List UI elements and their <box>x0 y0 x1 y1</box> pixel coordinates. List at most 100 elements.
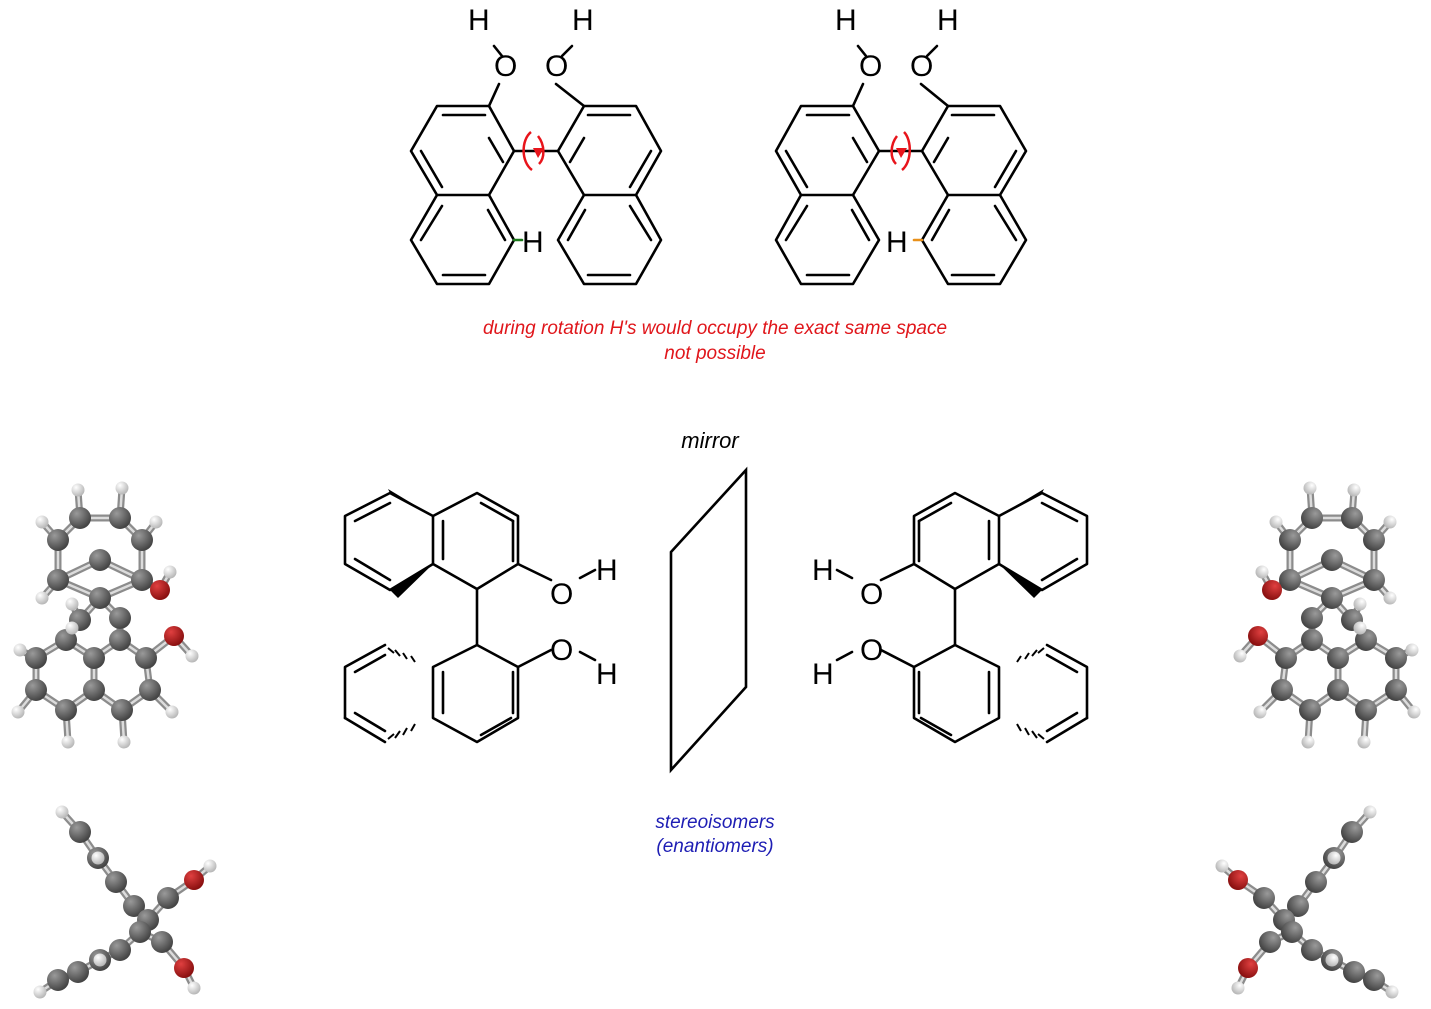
mirror-plane <box>669 466 748 774</box>
oxygen-atom <box>1228 870 1248 890</box>
hydrogen-atom <box>35 591 49 605</box>
ball-and-stick-model-top-left <box>11 481 199 749</box>
hydrogen-atom <box>11 705 25 719</box>
carbon-atom <box>89 587 111 609</box>
carbon-atom <box>69 821 91 843</box>
carbon-atom <box>131 529 153 551</box>
rotation-arrow-icon <box>890 131 911 171</box>
carbon-atom <box>1363 529 1385 551</box>
oxygen-atom <box>1248 626 1268 646</box>
hydrogen-atom <box>165 705 179 719</box>
oxygen-atom <box>1262 580 1282 600</box>
oxygen-label: O <box>550 578 573 611</box>
carbon-atom <box>47 529 69 551</box>
oxygen-label: O <box>550 634 573 667</box>
oxygen-label: O <box>859 50 882 83</box>
carbon-atom <box>1271 679 1293 701</box>
carbon-atom <box>83 679 105 701</box>
hydrogen-atom <box>203 859 217 873</box>
hydrogen-atom <box>71 483 85 497</box>
hydrogen-atom <box>33 985 47 999</box>
carbon-atom <box>1327 647 1349 669</box>
hydrogen-atom <box>149 515 163 529</box>
hydrogen-atom <box>1253 705 1267 719</box>
oxygen-atom <box>174 958 194 978</box>
hydrogen-atom <box>13 643 27 657</box>
ball-and-stick-model-top-right <box>1233 481 1421 749</box>
ball-and-stick-model-side-right <box>1215 805 1399 999</box>
carbon-atom <box>1385 679 1407 701</box>
hydrogen-atom <box>1269 515 1283 529</box>
oxygen-label: O <box>860 634 883 667</box>
hydrogen-atom <box>187 981 201 995</box>
hydrogen-atom <box>1353 621 1367 635</box>
hydrogen-atom <box>1383 515 1397 529</box>
hydrogen-atom <box>1231 981 1245 995</box>
carbon-atom <box>1275 647 1297 669</box>
carbon-atom <box>1327 679 1349 701</box>
mirror-label: mirror <box>681 428 740 453</box>
oxygen-label: O <box>494 50 517 83</box>
binol-planar-right: O O H H H <box>774 4 1028 286</box>
carbon-atom <box>1301 607 1323 629</box>
carbon-atom <box>1363 569 1385 591</box>
hydrogen-atom <box>61 735 75 749</box>
hydrogen-atom <box>1327 851 1341 865</box>
carbon-atom <box>109 939 131 961</box>
hydrogen-label: H <box>572 4 594 37</box>
carbon-atom <box>1301 629 1323 651</box>
hydrogen-label: H <box>468 4 490 37</box>
carbon-atom <box>105 871 127 893</box>
carbon-atom <box>25 647 47 669</box>
hydrogen-atom <box>1353 597 1367 611</box>
hydrogen-atom <box>115 481 129 495</box>
carbon-atom <box>1287 895 1309 917</box>
carbon-atom <box>1299 699 1321 721</box>
ball-and-stick-model-side-left <box>33 805 217 999</box>
carbon-atom <box>47 969 69 991</box>
hydrogen-atom <box>185 649 199 663</box>
carbon-atom <box>83 647 105 669</box>
hydrogen-atom <box>1301 735 1315 749</box>
carbon-atom <box>1321 549 1343 571</box>
enantiomer-caption: (enantiomers) <box>656 836 773 857</box>
carbon-atom <box>109 507 131 529</box>
carbon-atom <box>1341 507 1363 529</box>
carbon-atom <box>1279 569 1301 591</box>
carbon-atom <box>1281 921 1303 943</box>
carbon-atom <box>25 679 47 701</box>
carbon-atom <box>1279 529 1301 551</box>
hydrogen-atom <box>117 735 131 749</box>
hydrogen-atom <box>1233 649 1247 663</box>
hydrogen-atom <box>1385 985 1399 999</box>
carbon-atom <box>89 549 111 571</box>
oxygen-atom <box>150 580 170 600</box>
carbon-atom <box>47 569 69 591</box>
hydrogen-atom <box>1363 805 1377 819</box>
carbon-atom <box>129 921 151 943</box>
hydrogen-atom <box>91 851 105 865</box>
carbon-atom <box>139 679 161 701</box>
hydrogen-atom <box>65 597 79 611</box>
hydrogen-atom <box>1255 565 1269 579</box>
hydrogen-atom <box>65 621 79 635</box>
oxygen-atom <box>1238 958 1258 978</box>
carbon-atom <box>157 887 179 909</box>
carbon-atom <box>1341 821 1363 843</box>
carbon-atom <box>1385 647 1407 669</box>
carbon-atom <box>1301 939 1323 961</box>
carbon-atom <box>1343 961 1365 983</box>
carbon-atom <box>1355 699 1377 721</box>
stereoisomer-caption: stereoisomers <box>655 812 775 833</box>
carbon-atom <box>109 607 131 629</box>
carbon-atom <box>1253 887 1275 909</box>
carbon-atom <box>1355 629 1377 651</box>
hydrogen-atom <box>1407 705 1421 719</box>
hydrogen-label: H <box>937 4 959 37</box>
rotation-arrow-icon <box>522 131 545 172</box>
carbon-atom <box>69 507 91 529</box>
carbon-atom <box>109 629 131 651</box>
hydrogen-label-green: H <box>522 226 544 259</box>
hydrogen-atom <box>1347 483 1361 497</box>
